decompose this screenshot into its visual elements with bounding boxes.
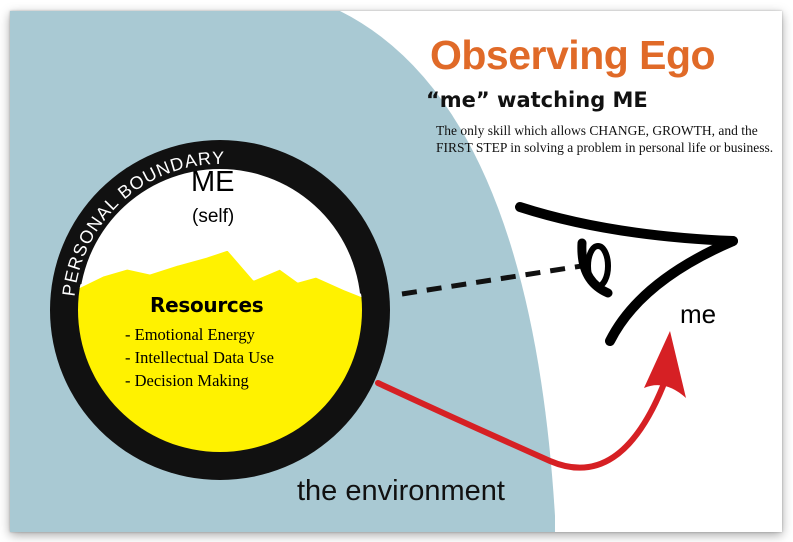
list-item: - Decision Making xyxy=(125,371,249,390)
self-sublabel: (self) xyxy=(192,206,235,227)
diagram-card: PERSONAL BOUNDARY Observing Ego “me” wat… xyxy=(10,11,782,532)
observer-label: me xyxy=(680,299,717,329)
line-of-sight xyxy=(401,262,589,297)
diagram-canvas: PERSONAL BOUNDARY xyxy=(10,11,738,532)
list-item: - Intellectual Data Use xyxy=(125,348,274,367)
page-title: Observing Ego xyxy=(430,32,716,78)
resources-region xyxy=(78,247,362,452)
environment-label: the environment xyxy=(297,475,505,507)
eye-icon xyxy=(515,202,738,346)
resources-list: - Emotional Energy - Intellectual Data U… xyxy=(125,323,274,392)
self-label: ME xyxy=(191,166,235,198)
description-text: The only skill which allows CHANGE, GROW… xyxy=(436,123,774,155)
list-item: - Emotional Energy xyxy=(125,325,255,344)
page-subtitle: “me” watching ME xyxy=(426,88,648,112)
arrow-icon xyxy=(375,331,686,471)
resources-heading: Resources xyxy=(150,293,264,317)
